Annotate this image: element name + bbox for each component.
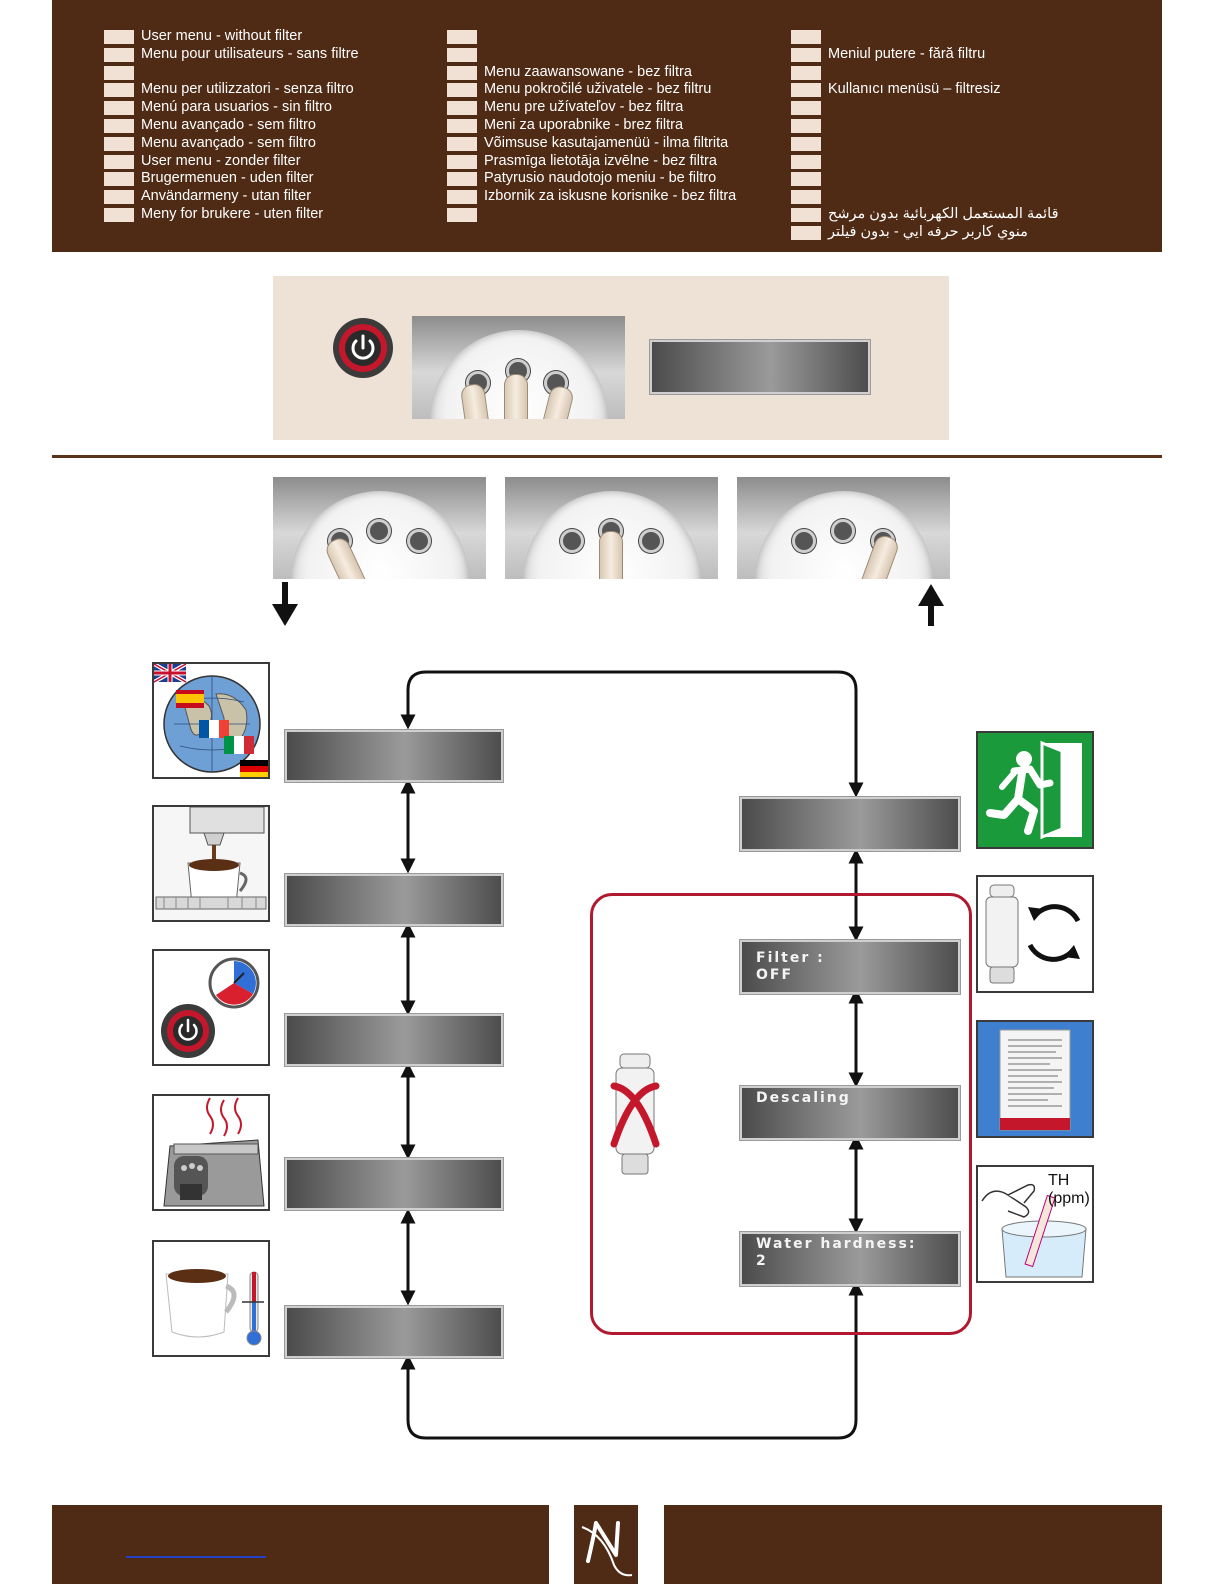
loop-connector-top <box>400 670 864 798</box>
temperature-display <box>285 1306 503 1358</box>
right-button-press-image <box>737 477 950 579</box>
footer-bar-right <box>664 1505 1162 1584</box>
globe-flags-icon <box>154 664 268 777</box>
test-strip-label: TH <box>1048 1172 1069 1189</box>
filter-settings-frame <box>590 893 972 1335</box>
startup-panel <box>273 276 949 440</box>
button-left-icon <box>560 529 584 553</box>
button-left-icon <box>792 529 816 553</box>
cup-warmer-icon-box <box>152 1094 270 1211</box>
filter-replace-icon <box>985 884 1081 984</box>
filter-display: Filter : OFF <box>740 940 960 994</box>
middle-button-press-image <box>505 477 718 579</box>
three-buttons-press-image <box>412 316 625 419</box>
auto-off-display <box>285 1014 503 1066</box>
finger-icon <box>599 531 623 579</box>
coffee-pouring-icon <box>154 807 268 920</box>
machine-heat-icon <box>163 1097 265 1207</box>
descaling-display: Descaling <box>740 1086 960 1140</box>
filter-value: OFF <box>756 967 794 983</box>
up-arrow-icon <box>918 584 944 626</box>
startup-display <box>650 340 870 394</box>
no-filter-icon <box>610 1053 660 1175</box>
button-middle-icon <box>831 519 855 543</box>
temperature-icon-box <box>152 1240 270 1357</box>
brand-logo-icon <box>581 1521 633 1577</box>
left-button-press-image <box>273 477 486 579</box>
cup-warmer-display <box>285 1158 503 1210</box>
button-right-icon <box>639 529 663 553</box>
filter-label: Filter : <box>756 950 825 966</box>
water-hardness-display: Water hardness: 2 <box>740 1232 960 1286</box>
down-arrow-icon <box>272 582 298 626</box>
descaling-sachet-icon <box>999 1029 1071 1131</box>
water-hardness-icon-box: TH (ppm) <box>976 1165 1094 1283</box>
test-strip-unit: (ppm) <box>1048 1190 1090 1207</box>
exit-display <box>740 797 960 851</box>
loop-connector-bottom <box>400 1280 864 1440</box>
language-icon-box <box>152 662 270 779</box>
exit-icon-box <box>976 731 1094 849</box>
descaling-icon-box <box>976 1020 1094 1138</box>
footer-link-underline[interactable] <box>126 1556 266 1558</box>
coffee-temperature-icon <box>165 1269 264 1346</box>
button-middle-icon <box>367 519 391 543</box>
footer-logo-block <box>574 1505 638 1584</box>
timer-power-icon <box>161 957 260 1058</box>
finger-icon <box>504 374 528 419</box>
cup-volume-display <box>285 874 503 926</box>
language-header: User menu - without filter Menu pour uti… <box>52 0 1162 252</box>
auto-off-icon-box <box>152 949 270 1066</box>
filter-change-icon-box <box>976 875 1094 993</box>
water-hardness-value: 2 <box>756 1253 768 1269</box>
exit-icon <box>986 740 1082 840</box>
water-hardness-label: Water hardness: <box>756 1236 917 1252</box>
cup-volume-icon-box <box>152 805 270 922</box>
button-right-icon <box>407 529 431 553</box>
language-display <box>285 730 503 782</box>
descaling-label: Descaling <box>756 1090 851 1106</box>
test-strip-icon: TH (ppm) <box>981 1172 1090 1278</box>
section-divider <box>52 455 1162 458</box>
power-button-icon[interactable] <box>331 316 395 380</box>
footer-bar-left <box>52 1505 549 1584</box>
